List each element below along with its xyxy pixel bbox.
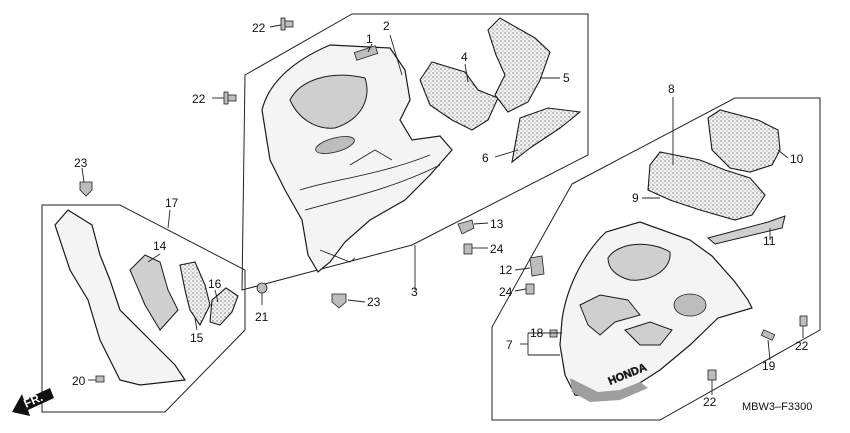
callout-19: 19: [762, 359, 776, 373]
callout-12: 12: [499, 263, 513, 277]
callout-14: 14: [153, 239, 167, 253]
side-panel-part-14[interactable]: [129, 254, 179, 331]
callout-20: 20: [72, 374, 86, 388]
bolt-icon[interactable]: [223, 91, 237, 105]
callout-2: 2: [383, 19, 390, 33]
callout-23: 23: [74, 156, 88, 170]
nut-icon[interactable]: [529, 255, 545, 277]
callout-15: 15: [190, 331, 204, 345]
callout-23: 23: [367, 295, 381, 309]
group-box-inner-panel: [41, 204, 246, 413]
clip-icon[interactable]: [256, 282, 268, 294]
bolt-icon[interactable]: [799, 315, 808, 327]
upper-cowl-part[interactable]: [261, 44, 453, 273]
callout-11: 11: [763, 234, 776, 248]
inner-panel-part-11[interactable]: [706, 215, 786, 245]
inner-panel-part-5[interactable]: [487, 17, 551, 113]
callout-18: 18: [530, 326, 544, 340]
bolt-icon[interactable]: [707, 369, 717, 381]
callout-24: 24: [499, 285, 513, 299]
bolt-icon[interactable]: [463, 243, 473, 255]
callout-8: 8: [668, 82, 675, 96]
grille-part[interactable]: [353, 45, 379, 61]
callout-22: 22: [703, 395, 717, 409]
bolt-icon[interactable]: [549, 329, 558, 338]
callout-22: 22: [252, 21, 266, 35]
callout-1: 1: [366, 32, 373, 46]
callout-3: 3: [411, 285, 418, 299]
bolt-icon[interactable]: [525, 283, 535, 295]
bolt-icon[interactable]: [760, 329, 776, 341]
callout-17: 17: [165, 196, 179, 210]
callout-4: 4: [461, 50, 468, 64]
callout-21: 21: [255, 310, 269, 324]
bolt-icon[interactable]: [280, 17, 294, 31]
inner-panel-part-9[interactable]: [647, 151, 766, 221]
callout-22: 22: [192, 92, 206, 106]
side-panel-part-17[interactable]: [54, 209, 187, 386]
inner-panel-part-4[interactable]: [419, 61, 499, 131]
clip-icon[interactable]: [457, 219, 475, 235]
figure-code: MBW3–F3300: [742, 401, 812, 413]
group-box-upper-cowl: [241, 13, 589, 291]
callout-10: 10: [790, 152, 804, 166]
bolt-icon[interactable]: [95, 375, 105, 383]
callout-5: 5: [563, 71, 570, 85]
callout-7: 7: [506, 338, 513, 352]
group-box-lower-cowl: [491, 97, 821, 421]
callout-24: 24: [490, 242, 504, 256]
inner-panel-part-10[interactable]: [707, 109, 781, 173]
callout-13: 13: [490, 217, 504, 231]
clip-icon[interactable]: [331, 293, 347, 309]
callout-9: 9: [632, 191, 639, 205]
leader-lines: [81, 24, 804, 395]
clip-icon[interactable]: [79, 181, 93, 197]
callout-16: 16: [208, 277, 222, 291]
side-panel-part-15[interactable]: [179, 261, 211, 327]
side-panel-part-16[interactable]: [209, 287, 239, 326]
inner-panel-part-6[interactable]: [511, 107, 582, 164]
lower-cowl-part[interactable]: HONDA: [559, 221, 753, 402]
callout-6: 6: [482, 151, 489, 165]
callout-22: 22: [795, 339, 809, 353]
